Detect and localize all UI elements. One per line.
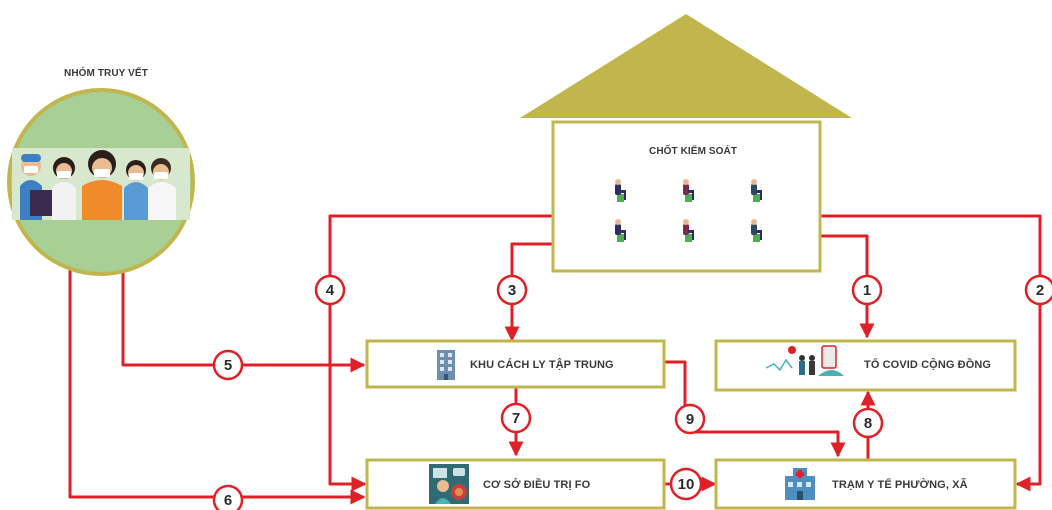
quarantine-label: KHU CÁCH LY TẬP TRUNG	[470, 359, 614, 371]
quarantine-box	[365, 339, 666, 389]
guard-icon	[683, 179, 694, 202]
step-badge-circle	[851, 274, 883, 306]
health-station-label: TRẠM Y TẾ PHƯỜNG, XÃ	[832, 479, 968, 491]
step-badge-9: 9	[674, 403, 706, 435]
step-badge-circle	[500, 402, 532, 434]
community-people-icon	[765, 345, 844, 376]
step-badge-circle	[669, 467, 703, 501]
step-badge-number: 1	[863, 282, 871, 299]
guard-icon	[751, 179, 762, 202]
community-team-box	[714, 339, 1017, 392]
step-badge-8: 8	[852, 407, 884, 439]
arrow-5	[121, 272, 366, 373]
step-badge-number: 2	[1036, 282, 1044, 299]
step-badge-2: 2	[1024, 274, 1052, 306]
step-badge-1: 1	[851, 274, 883, 306]
guard-icon	[615, 219, 626, 242]
step-badge-circle	[852, 407, 884, 439]
house-roof	[520, 14, 852, 118]
building-icon	[437, 350, 455, 380]
treatment-box	[365, 458, 666, 510]
arrow-6	[68, 250, 366, 505]
step-badge-number: 6	[224, 492, 232, 509]
treatment-facility-icon	[429, 464, 469, 504]
step-badge-number: 7	[512, 410, 520, 427]
hospital-icon	[785, 468, 815, 500]
health-station-box	[714, 458, 1017, 510]
step-badge-number: 4	[326, 282, 335, 299]
team-title: NHÓM TRUY VẾT	[64, 68, 148, 79]
step-badge-circle	[1024, 274, 1052, 306]
step-badge-number: 5	[224, 357, 232, 374]
step-badge-10: 10	[669, 467, 703, 501]
community-team-label: TỔ COVID CỘNG ĐỒNG	[864, 359, 992, 371]
step-badge-number: 8	[864, 415, 872, 432]
step-badge-5: 5	[212, 349, 244, 381]
medical-team-illustration	[12, 148, 190, 220]
step-badge-circle	[674, 403, 706, 435]
arrow-4	[328, 214, 553, 492]
arrow-2	[820, 214, 1042, 492]
step-badge-4: 4	[314, 274, 346, 306]
step-badge-circle	[496, 274, 528, 306]
treatment-label: CƠ SỞ ĐIỀU TRỊ FO	[483, 479, 591, 491]
step-badge-circle	[212, 484, 244, 510]
step-badge-number: 3	[508, 282, 516, 299]
guard-icon	[615, 179, 626, 202]
step-badge-7: 7	[500, 402, 532, 434]
guards	[615, 179, 762, 242]
step-badge-6: 6	[212, 484, 244, 510]
step-badge-number: 9	[686, 411, 694, 428]
step-badge-circle	[314, 274, 346, 306]
step-badge-number: 10	[678, 476, 695, 493]
step-badge-3: 3	[496, 274, 528, 306]
guard-icon	[751, 219, 762, 242]
house-title: CHỐT KIỂM SOÁT	[649, 146, 738, 157]
guard-icon	[683, 219, 694, 242]
step-badge-circle	[212, 349, 244, 381]
arrow-3	[504, 242, 553, 342]
